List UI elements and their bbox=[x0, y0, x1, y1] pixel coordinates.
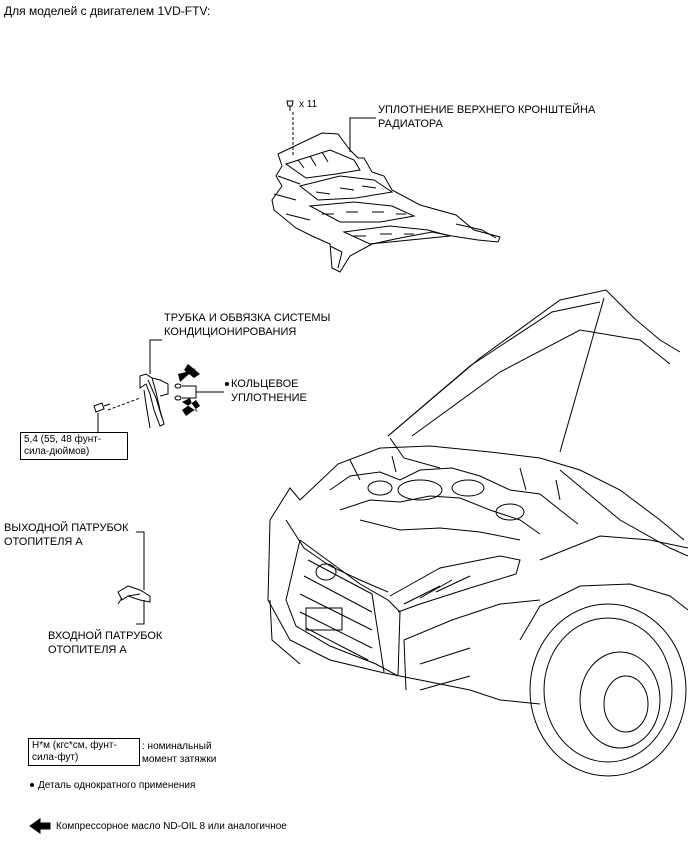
o-ring-icon bbox=[174, 383, 182, 389]
legend-torque-box: Н*м (кгс*см, фунт- сила-фут) bbox=[28, 738, 140, 766]
ac-tube-illustration bbox=[139, 373, 169, 429]
vehicle-illustration bbox=[267, 289, 688, 777]
radiator-seal-illustration bbox=[271, 132, 501, 273]
heater-pipe-illustration bbox=[117, 585, 151, 605]
bolt-leader bbox=[107, 397, 141, 411]
legend-compressor-oil: Компрессорное масло ND-OIL 8 или аналоги… bbox=[56, 821, 287, 832]
page-title: Для моделей с двигателем 1VD-FTV: bbox=[4, 4, 211, 18]
legend-bullet-icon bbox=[30, 783, 34, 787]
oil-arrow-icon-1 bbox=[178, 364, 200, 382]
legend-single-use: Деталь однократного применения bbox=[38, 780, 196, 791]
clip-count: x 11 bbox=[299, 99, 318, 110]
ac-tube-leader bbox=[149, 339, 162, 374]
o-ring-icon-2 bbox=[174, 395, 182, 401]
bolt-icon bbox=[93, 402, 111, 413]
clip-icon bbox=[286, 100, 294, 111]
radiator-seal-leader bbox=[349, 117, 376, 152]
bullet-icon bbox=[225, 382, 229, 386]
o-ring-leader bbox=[182, 385, 197, 399]
legend-arrow-icon bbox=[29, 818, 51, 834]
oil-arrow-icon-2 bbox=[182, 398, 200, 416]
torque-box: 5,4 (55, 48 фунт- сила-дюймов) bbox=[20, 432, 128, 460]
heater-inlet-leader bbox=[136, 600, 145, 625]
heater-outlet-leader bbox=[136, 531, 145, 590]
